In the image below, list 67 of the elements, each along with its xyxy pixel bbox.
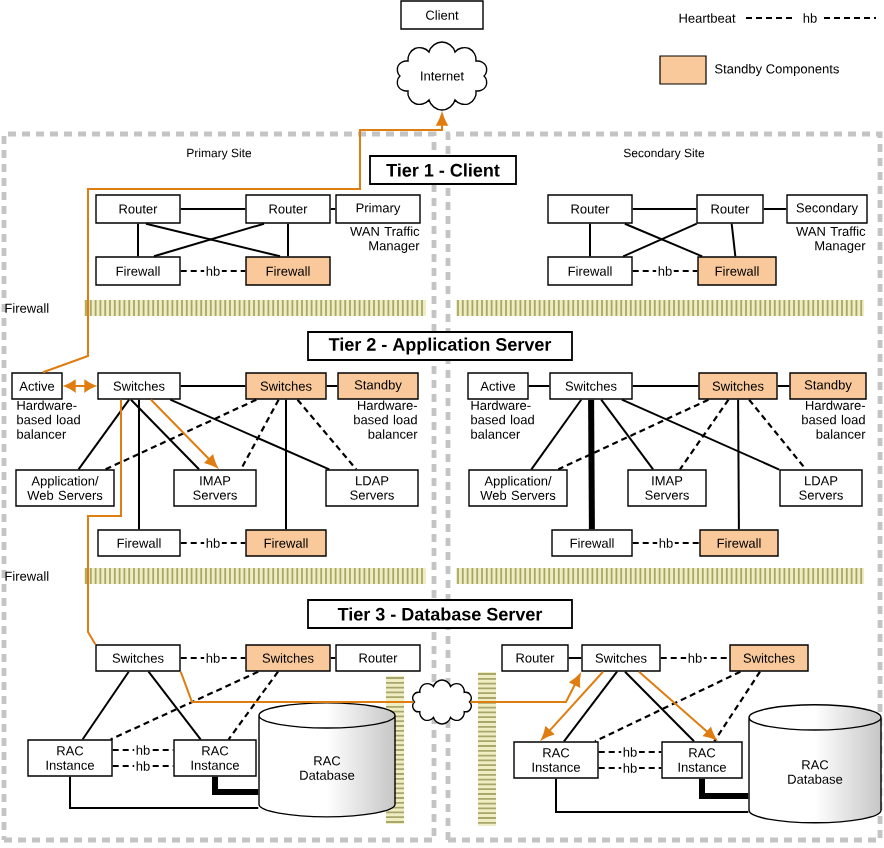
dashed-connector [557,398,709,471]
connector [212,776,259,795]
tier-label: Tier 2 - Application Server [307,331,573,361]
dashed-connector [180,656,246,660]
connector [620,398,781,471]
dashed-connector [598,750,662,754]
dashed-connector [105,398,257,471]
connector [624,670,695,743]
connector [699,778,749,799]
arrow [469,673,581,703]
dashed-connector [112,748,174,752]
connector [588,399,595,530]
dashed-connector [240,399,280,470]
dashed-connector [227,671,279,740]
arrow [64,380,96,392]
connector [329,208,337,210]
dashed-connector [594,670,741,743]
connector [631,385,700,387]
dashed-connector [112,764,174,768]
connector [147,670,202,741]
connector [567,657,583,659]
cloud [412,679,472,725]
dashed-connector [632,541,700,545]
connector [81,670,130,741]
connector [563,670,618,743]
connector [87,398,122,646]
connector [130,398,200,471]
connector [77,398,131,471]
connector [285,398,287,531]
connector [153,222,265,258]
connector [138,398,140,531]
connector [179,385,247,387]
connector [530,398,583,471]
connector [762,208,788,210]
tier-label: Tier 3 - Database Server [307,599,573,629]
connector [325,385,339,387]
connector [137,222,139,258]
arrow [42,113,448,374]
connector [179,670,415,703]
dashed-connector [660,656,730,660]
connector [730,222,737,258]
arrow [150,398,218,468]
arrow [541,670,604,740]
dashed-connector [598,766,662,770]
connector [287,222,289,258]
connector [589,222,591,258]
dashed-connector [180,541,246,545]
connector [169,398,331,471]
connector [69,775,260,809]
arrow [638,670,717,740]
connector [631,208,698,210]
connector [329,657,337,659]
connector [527,385,551,387]
connector [776,385,791,387]
connector [555,777,750,813]
connector [600,398,655,471]
dashed-connector [748,399,807,470]
dashed-connector [632,269,698,273]
dashed-connector [110,670,259,741]
connector [737,398,740,531]
dashed-connector [296,399,358,471]
dashed-connector [679,399,730,470]
connector [145,222,281,258]
dashed-connector [713,671,761,742]
tier-label: Tier 1 - Client [369,155,517,185]
dashed-connector [180,269,246,273]
connector [179,208,247,210]
